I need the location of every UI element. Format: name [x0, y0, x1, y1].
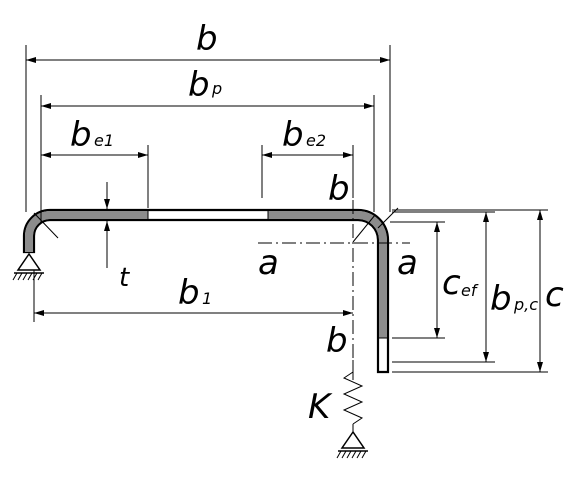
construction-line-3 [352, 214, 376, 243]
profile-outline [22, 208, 390, 374]
label-b-p: b [188, 65, 210, 105]
label-b-p-sub: p [211, 79, 222, 98]
label-b-pc: b [490, 279, 512, 319]
label-b-pc-sub: p,c [513, 295, 538, 314]
label-t: t [119, 263, 130, 293]
label-b-e1: b [70, 115, 92, 155]
label-k: K [308, 387, 333, 427]
label-c-ef: c [442, 263, 461, 303]
label-b-1-sub: 1 [202, 289, 212, 308]
dimension-b [25, 45, 391, 212]
dimension-b-p [40, 95, 375, 222]
label-b-e1-sub: e1 [94, 131, 114, 150]
label-b-top: b [196, 19, 218, 59]
label-a-left: a [258, 243, 279, 283]
label-c-ef-sub: ef [461, 281, 479, 300]
effective-zone-right-web [268, 211, 387, 338]
dimension-b-1 [33, 270, 353, 322]
construction-line-1 [33, 212, 59, 239]
effective-zone-left [25, 211, 148, 252]
spring-support [336, 360, 368, 459]
dimension-c [392, 209, 548, 373]
dimension-b-e2 [261, 145, 354, 198]
label-b-e2: b [282, 115, 304, 155]
dimension-b-pc [392, 211, 495, 363]
dimension-c-ef [390, 221, 445, 339]
dimension-b-e1 [41, 145, 149, 208]
label-b-right-top: b [328, 169, 350, 209]
label-b-right-bottom: b [326, 321, 348, 361]
label-a-right: a [397, 243, 418, 283]
label-b-e2-sub: e2 [306, 131, 326, 150]
label-c: c [545, 275, 564, 315]
label-b-1: b [178, 273, 200, 313]
profile [22, 200, 410, 380]
construction-line-2 [377, 207, 399, 229]
pin-support-left [12, 252, 44, 281]
